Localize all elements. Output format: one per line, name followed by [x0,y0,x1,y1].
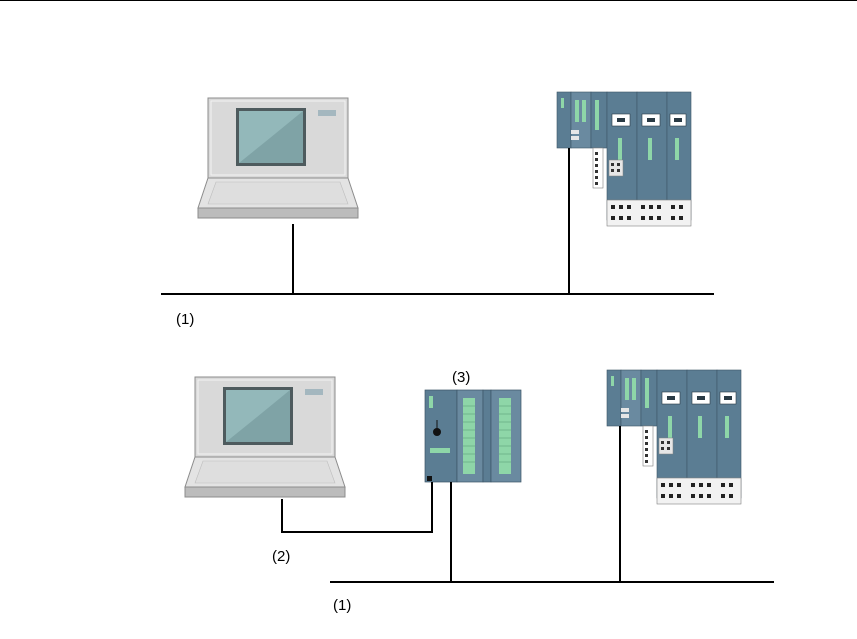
cable-label: (2) [272,549,290,564]
laptop-icon [185,377,345,497]
remote-io-station-icon [557,92,691,226]
bus-label-top: (1) [176,312,194,327]
plc-controller-icon [425,390,521,482]
remote-io-station-icon [607,370,741,504]
controller-label: (3) [452,370,470,385]
laptop-icon [198,98,358,218]
bus-label-bottom: (1) [333,598,351,613]
